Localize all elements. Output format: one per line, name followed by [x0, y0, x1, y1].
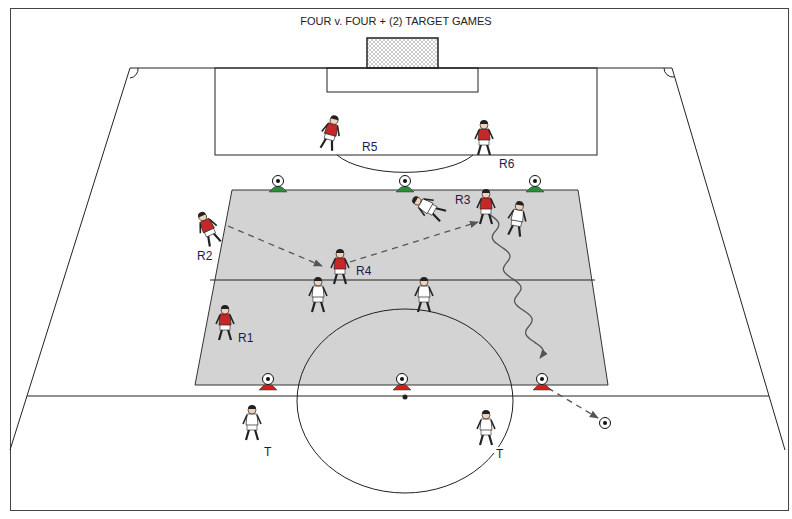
centre-circle	[297, 309, 513, 493]
player	[192, 208, 223, 247]
player-label: R2	[195, 249, 214, 263]
player-label: R1	[236, 331, 255, 345]
player	[415, 277, 433, 312]
player-label: R6	[497, 157, 516, 171]
centre-spot	[403, 395, 408, 400]
halfway-line	[27, 396, 769, 397]
ball	[400, 176, 411, 187]
player-label: R5	[360, 140, 379, 154]
ball	[273, 176, 284, 187]
player	[505, 200, 529, 238]
player-label: R3	[453, 193, 472, 207]
ball	[537, 374, 548, 385]
player-label: T	[494, 447, 505, 461]
ball	[530, 176, 541, 187]
player	[477, 189, 495, 224]
goal-area	[327, 68, 478, 92]
penalty-arc	[337, 155, 473, 172]
pass-arrow	[350, 222, 478, 262]
ball	[397, 374, 408, 385]
zone-midline	[210, 280, 595, 281]
player-label: T	[262, 445, 273, 459]
penalty-box	[215, 68, 597, 155]
playing-zone	[195, 190, 608, 385]
player	[243, 405, 261, 440]
player	[475, 120, 493, 155]
diagram-title: FOUR v. FOUR + (2) TARGET GAMES	[300, 16, 491, 27]
player	[477, 410, 495, 445]
touchlines	[10, 68, 785, 450]
player	[318, 113, 344, 151]
player-label: R4	[354, 264, 373, 278]
corner-arc	[130, 68, 138, 78]
corner-arc	[664, 68, 674, 77]
dribble-path	[490, 215, 543, 358]
player	[408, 191, 447, 224]
pass-arrow	[228, 226, 322, 266]
ball	[263, 374, 274, 385]
player	[309, 277, 327, 312]
goal-net	[367, 38, 438, 68]
ball	[600, 418, 611, 429]
image-frame	[11, 9, 789, 511]
shot-arrow	[548, 388, 598, 418]
player	[331, 249, 349, 284]
player	[216, 305, 234, 340]
